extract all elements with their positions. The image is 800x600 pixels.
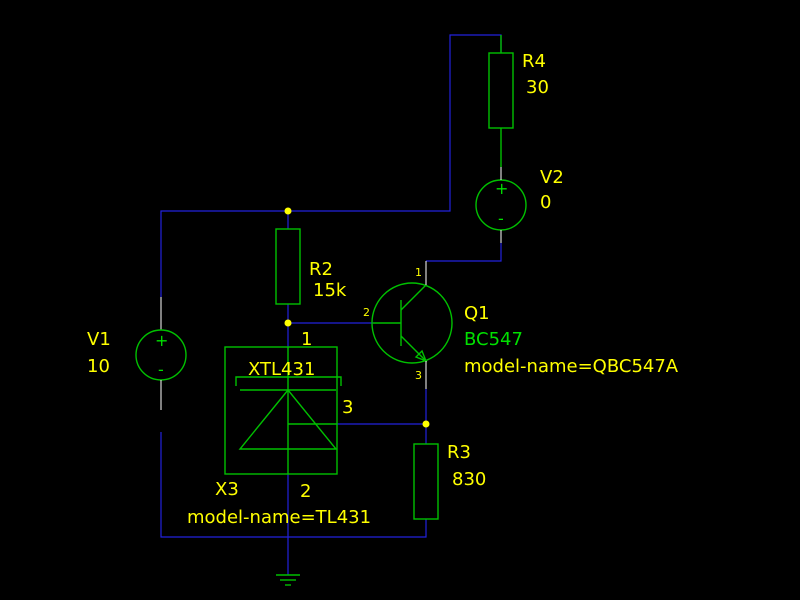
q1-pin3-label: 3 xyxy=(415,369,422,382)
wire-bottom-rail xyxy=(160,432,427,538)
q1-ref-label: Q1 xyxy=(464,303,490,324)
voltage-source-v2[interactable]: + - V2 0 xyxy=(475,167,564,243)
q1-part-label: BC547 xyxy=(464,329,523,350)
v2-minus-sign: - xyxy=(498,209,504,228)
x3-pin3-label: 3 xyxy=(342,397,353,418)
junction-emitter xyxy=(422,420,430,428)
r2-ref-label: R2 xyxy=(309,259,333,280)
x3-model-label: model-name=TL431 xyxy=(187,507,371,528)
wires xyxy=(160,34,502,575)
junction-top xyxy=(284,207,292,215)
x3-pin2-label: 2 xyxy=(300,481,311,502)
v2-plus-sign: + xyxy=(495,179,508,198)
r3-value-label: 830 xyxy=(452,469,486,490)
ground-icon xyxy=(276,574,300,586)
wire-collector-v2 xyxy=(426,243,502,262)
r4-value-label: 30 xyxy=(526,77,549,98)
q1-pin1-label: 1 xyxy=(415,266,422,279)
wire-top-rail xyxy=(160,34,502,297)
voltage-source-v1[interactable]: + - V1 10 xyxy=(87,297,187,410)
shunt-regulator-x3[interactable]: 1 2 3 XTL431 X3 model-name=TL431 xyxy=(187,329,371,528)
junctions xyxy=(284,207,430,428)
v1-minus-sign: - xyxy=(158,360,164,379)
resistor-r4[interactable]: R4 30 xyxy=(488,35,549,167)
r3-ref-label: R3 xyxy=(447,442,471,463)
r2-value-label: 15k xyxy=(313,280,347,301)
q1-pin2-label: 2 xyxy=(363,306,370,319)
transistor-q1[interactable]: 1 2 3 Q1 BC547 model-name=QBC547A xyxy=(363,261,679,389)
x3-pin1-label: 1 xyxy=(301,329,312,350)
v2-ref-label: V2 xyxy=(540,167,564,188)
resistor-r2[interactable]: R2 15k xyxy=(275,228,347,305)
v1-ref-label: V1 xyxy=(87,329,111,350)
v2-value-label: 0 xyxy=(540,192,551,213)
v1-plus-sign: + xyxy=(155,331,168,350)
r4-ref-label: R4 xyxy=(522,51,546,72)
v1-value-label: 10 xyxy=(87,356,110,377)
junction-base xyxy=(284,319,292,327)
resistor-r3[interactable]: R3 830 xyxy=(413,442,486,520)
x3-ref-label: X3 xyxy=(215,479,239,500)
x3-part-label: XTL431 xyxy=(248,359,315,380)
q1-model-label: model-name=QBC547A xyxy=(464,356,679,377)
